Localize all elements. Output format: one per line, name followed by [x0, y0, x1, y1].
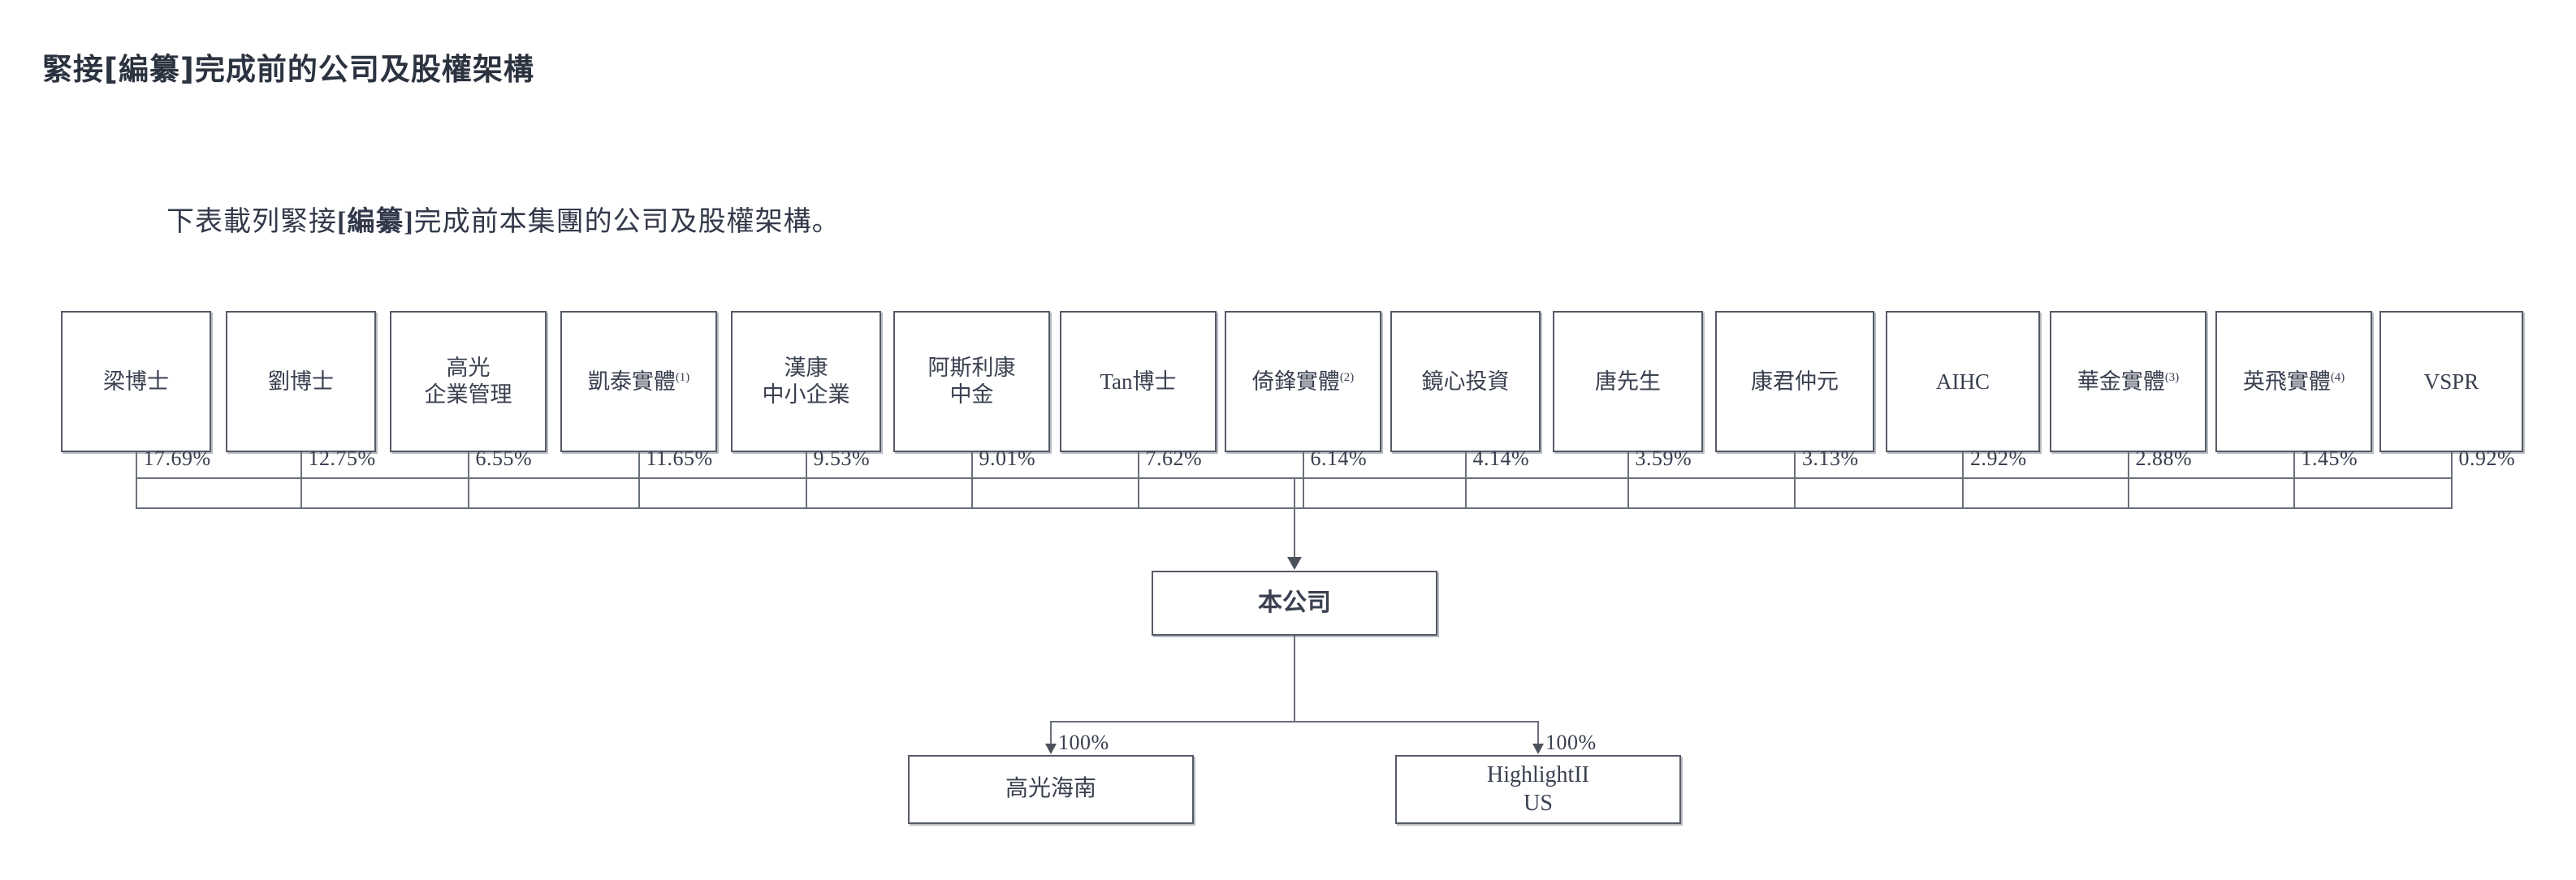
subsidiary-box-1: 高光海南 — [908, 755, 1194, 824]
subsidiary-trunk-connector — [1294, 636, 1295, 721]
shareholder-label: 高光企業管理 — [424, 356, 512, 407]
shareholder-percent-4: 11.65% — [646, 446, 713, 470]
shareholder-box-4: 凱泰實體(1) — [560, 311, 717, 452]
shareholder-percent-13: 2.88% — [2135, 446, 2193, 470]
subsidiary-arrow-icon-2 — [1532, 744, 1544, 754]
shareholder-connector-15 — [2450, 452, 2453, 507]
shareholder-box-13: 華金實體(3) — [2050, 311, 2206, 452]
shareholder-connector-12 — [1962, 452, 1964, 507]
shareholder-percent-9: 4.14% — [1472, 446, 1530, 470]
shareholder-percent-8: 6.14% — [1310, 446, 1368, 470]
shareholder-connector-8 — [1302, 452, 1304, 507]
company-inbound-arrow-icon — [1287, 557, 1302, 570]
subsidiary-label: 高光海南 — [1005, 776, 1096, 802]
shareholder-percent-11: 3.13% — [1802, 446, 1859, 470]
shareholder-connector-14 — [2293, 452, 2295, 507]
shareholder-box-10: 唐先生 — [1553, 311, 1703, 452]
subsidiary-connector-1 — [1050, 721, 1052, 744]
company-inbound-connector — [1294, 477, 1295, 558]
intro-text-bold: [編纂] — [337, 207, 414, 237]
shareholder-label: 凱泰實體(1) — [587, 369, 690, 394]
shareholder-box-3: 高光企業管理 — [390, 311, 547, 452]
shareholder-connector-10 — [1627, 452, 1629, 507]
shareholder-box-8: 倚鋒實體(2) — [1225, 311, 1381, 452]
shareholder-box-7: Tan博士 — [1060, 311, 1217, 452]
subsidiary-percent-2: 100% — [1545, 731, 1597, 754]
shareholder-label: 康君仲元 — [1751, 369, 1839, 394]
shareholder-box-1: 梁博士 — [61, 311, 211, 452]
shareholder-percent-3: 6.55% — [475, 446, 533, 470]
footnote-marker: (1) — [675, 370, 690, 384]
shareholder-connector-4 — [638, 452, 640, 507]
shareholder-box-15: VSPR — [2379, 311, 2523, 452]
shareholder-box-6: 阿斯利康中金 — [893, 311, 1050, 452]
company-label: 本公司 — [1258, 589, 1331, 616]
shareholder-label: AIHC — [1936, 369, 1990, 394]
intro-text-after: 完成前本集團的公司及股權架構。 — [413, 207, 841, 237]
shareholder-percent-12: 2.92% — [1970, 446, 2027, 470]
shareholder-label: 華金實體(3) — [2077, 369, 2180, 394]
shareholder-percent-1: 17.69% — [143, 446, 211, 470]
shareholder-label: 英飛實體(4) — [2242, 369, 2345, 394]
shareholder-percent-10: 3.59% — [1635, 446, 1692, 470]
shareholder-connector-9 — [1464, 452, 1467, 507]
shareholder-label: 梁博士 — [103, 369, 169, 394]
shareholder-percent-2: 12.75% — [308, 446, 376, 470]
subsidiary-split-line — [1050, 721, 1539, 723]
shareholder-box-14: 英飛實體(4) — [2215, 311, 2372, 452]
intro-text-before: 下表載列緊接 — [166, 207, 337, 237]
shareholder-box-2: 劉博士 — [226, 311, 376, 452]
shareholder-connector-7 — [1137, 452, 1139, 507]
subsidiary-connector-2 — [1537, 721, 1539, 744]
shareholder-percent-6: 9.01% — [979, 446, 1036, 470]
page-title: 緊接[編纂]完成前的公司及股權架構 — [42, 52, 534, 87]
shareholder-connector-6 — [970, 452, 973, 507]
intro-paragraph: 下表載列緊接[編纂]完成前本集團的公司及股權架構。 — [166, 199, 841, 239]
shareholder-connector-1 — [135, 452, 137, 507]
shareholder-label: 阿斯利康中金 — [927, 356, 1016, 407]
shareholder-box-12: AIHC — [1886, 311, 2040, 452]
shareholder-label: Tan博士 — [1100, 369, 1177, 394]
footnote-marker: (4) — [2330, 370, 2345, 384]
shareholder-box-5: 漢康中小企業 — [731, 311, 881, 452]
shareholder-percent-14: 1.45% — [2301, 446, 2358, 470]
shareholder-connector-11 — [1794, 452, 1796, 507]
shareholder-label: 劉博士 — [268, 369, 334, 394]
subsidiary-percent-1: 100% — [1058, 731, 1109, 754]
shareholder-label: 漢康中小企業 — [762, 356, 850, 407]
company-box: 本公司 — [1152, 571, 1437, 636]
shareholder-connector-13 — [2127, 452, 2129, 507]
shareholder-percent-5: 9.53% — [813, 446, 871, 470]
shareholder-percent-7: 7.62% — [1145, 446, 1203, 470]
shareholder-percent-15: 0.92% — [2458, 446, 2516, 470]
shareholder-label: VSPR — [2423, 369, 2479, 394]
shareholder-connector-3 — [467, 452, 469, 507]
shareholder-label: 唐先生 — [1595, 369, 1661, 394]
shareholder-connector-5 — [805, 452, 807, 507]
shareholder-label: 倚鋒實體(2) — [1251, 369, 1355, 394]
shareholder-box-11: 康君仲元 — [1715, 311, 1874, 452]
shareholder-connector-2 — [300, 452, 302, 507]
subsidiary-arrow-icon-1 — [1045, 744, 1057, 754]
footnote-marker: (3) — [2164, 370, 2180, 384]
shareholder-label: 鏡心投資 — [1421, 369, 1510, 394]
footnote-marker: (2) — [1339, 370, 1355, 384]
shareholder-box-9: 鏡心投資 — [1390, 311, 1541, 452]
